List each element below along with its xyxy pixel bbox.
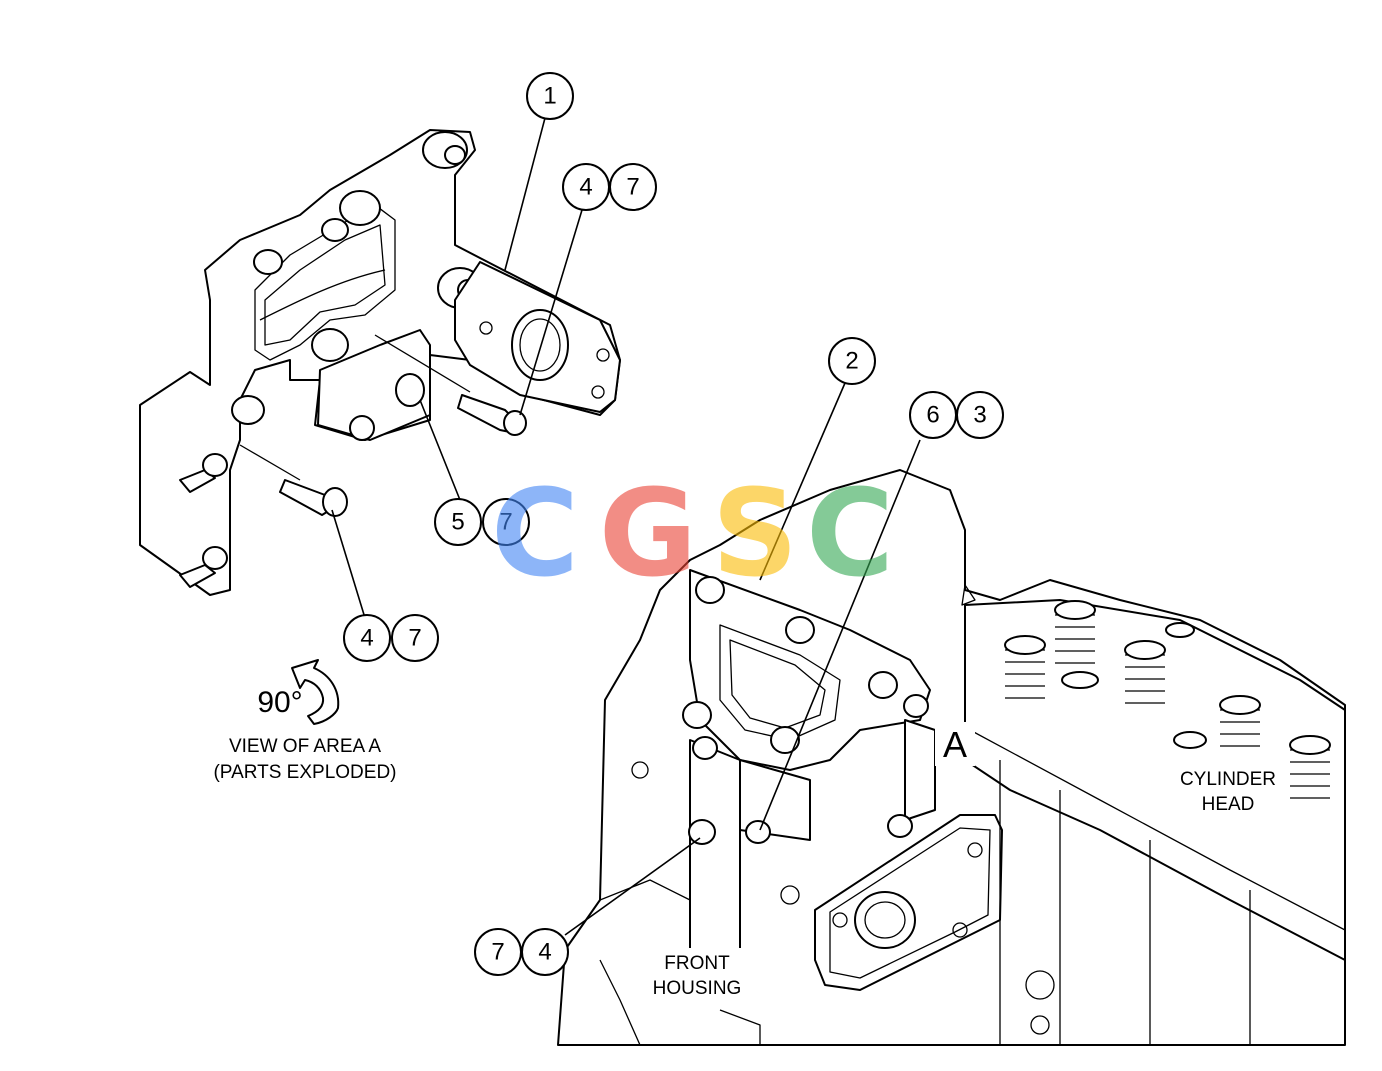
watermark-letter-g: G [599, 465, 698, 604]
callout-1: 1 [526, 72, 574, 120]
valve-springs [1004, 600, 1331, 799]
watermark-letter-c1: C [491, 465, 579, 604]
svg-text:HOUSING: HOUSING [653, 978, 742, 999]
svg-text:4: 4 [579, 174, 592, 201]
leader-lines [331, 117, 921, 936]
svg-text:4: 4 [360, 625, 373, 652]
svg-text:7: 7 [491, 939, 504, 966]
svg-text:6: 6 [926, 402, 939, 429]
svg-text:A: A [943, 724, 967, 765]
svg-text:2: 2 [845, 348, 858, 375]
svg-text:7: 7 [499, 509, 512, 536]
exploded-bracket-assembly [139, 129, 621, 596]
rotation-arrow-icon [291, 659, 340, 725]
cylinder-head-label: CYLINDER HEAD [1168, 764, 1286, 816]
rotation-angle-label: 90° [257, 686, 302, 719]
watermark-logo: C G S C [491, 465, 894, 604]
svg-text:5: 5 [451, 509, 464, 536]
svg-text:1: 1 [543, 83, 556, 110]
svg-text:4: 4 [538, 939, 551, 966]
callout-6-3: 6 3 [909, 391, 1004, 439]
front-housing-label: FRONT HOUSING [640, 948, 755, 1000]
svg-text:7: 7 [408, 625, 421, 652]
svg-text:HEAD: HEAD [1202, 794, 1255, 815]
callout-7-4: 7 4 [474, 928, 569, 976]
watermark-letter-c2: C [806, 465, 894, 604]
callout-2: 2 [828, 337, 876, 385]
svg-text:7: 7 [626, 174, 639, 201]
area-a-label: A [935, 722, 975, 766]
view-label-line1: VIEW OF AREA A [229, 736, 381, 757]
callout-5-7: 5 7 [434, 498, 530, 546]
svg-text:FRONT: FRONT [664, 953, 730, 974]
watermark-letter-s: S [712, 465, 798, 604]
svg-text:CYLINDER: CYLINDER [1180, 769, 1276, 790]
callout-4-7-upper: 4 7 [562, 163, 657, 211]
callout-4-7-lower: 4 7 [343, 614, 439, 662]
view-label-line2: (PARTS EXPLODED) [213, 762, 396, 783]
svg-text:3: 3 [973, 402, 986, 429]
